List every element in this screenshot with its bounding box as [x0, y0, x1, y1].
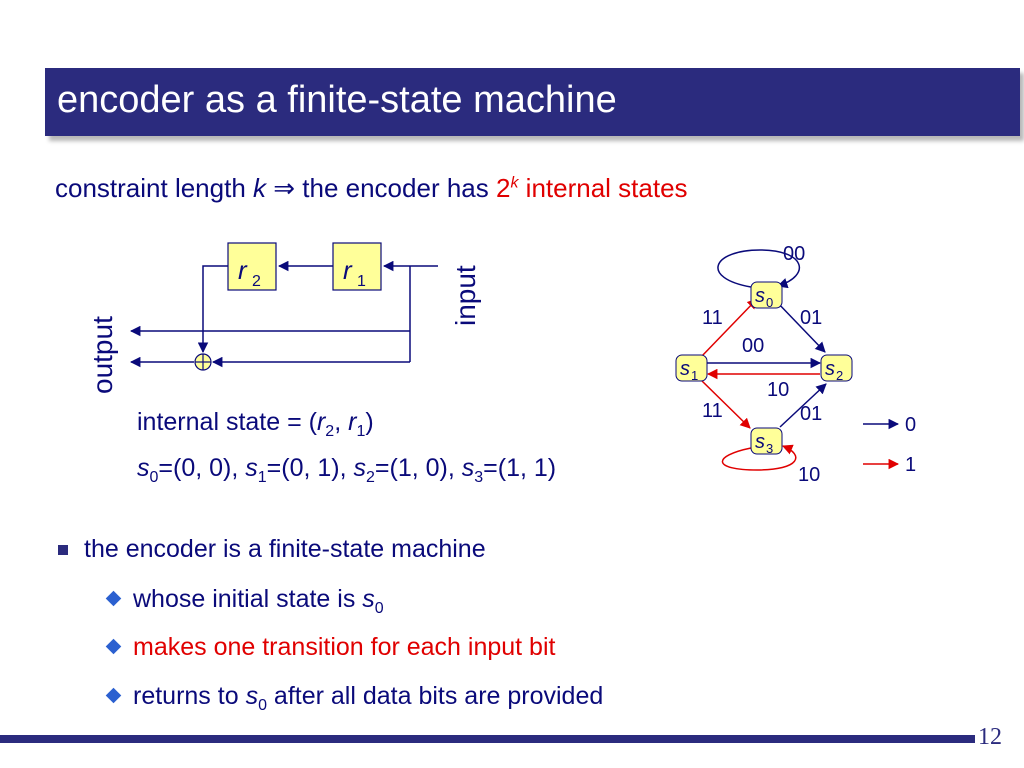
svg-text:1: 1 — [691, 368, 698, 383]
state-node-s3: s 3 — [750, 427, 783, 456]
r1-letter: r — [343, 255, 353, 285]
bullet-main: the encoder is a finite-state machine — [58, 535, 486, 564]
bullet-sub3: returns to s0 after all data bits are pr… — [105, 682, 603, 715]
state-node-s1: s 1 — [675, 354, 708, 383]
page-number: 12 — [978, 724, 1002, 750]
edge-s0-s2 — [774, 299, 826, 353]
register-r2 — [227, 242, 277, 291]
r2-sub: 2 — [252, 273, 261, 290]
edge-s0-loop — [717, 249, 800, 289]
implies-symbol: ⇒ — [273, 173, 296, 203]
state-diagram: s 0 s 1 s 2 s 3 00 11 01 00 10 11 01 10 — [675, 243, 916, 486]
svg-text:3: 3 — [766, 441, 773, 456]
r2-tap-wire — [197, 265, 228, 354]
state-node-s0: s 0 — [750, 281, 783, 310]
shift-register-circuit: r 2 r 1 input output — [87, 242, 481, 394]
edge-s3-loop — [721, 444, 797, 471]
subtitle-sup-k: k — [510, 174, 519, 192]
edge-s1-s0 — [700, 298, 758, 358]
subtitle-part2: the encoder has — [295, 173, 496, 203]
state-definition-line2: s0=(0, 0), s1=(0, 1), s2=(1, 0), s3=(1, … — [137, 454, 557, 486]
edge-s3-s2 — [779, 383, 827, 428]
label-s0-loop: 00 — [783, 243, 805, 265]
subtitle-two: 2 — [495, 173, 511, 203]
xor-gate-icon — [194, 353, 212, 371]
svg-text:0: 0 — [766, 295, 773, 310]
svg-text:s: s — [755, 285, 765, 307]
slide-title: encoder as a finite-state machine — [57, 79, 617, 121]
bullet-sub2: makes one transition for each input bit — [105, 633, 555, 662]
diamond-bullet-icon — [105, 590, 122, 607]
r1-sub: 1 — [357, 273, 366, 290]
title-bar: encoder as a finite-state machine — [45, 68, 1020, 136]
edge-s1-s3 — [701, 380, 751, 429]
legend-label-one: 1 — [905, 454, 916, 476]
state-node-s2: s 2 — [820, 354, 853, 383]
register-r1 — [332, 242, 382, 291]
legend-label-zero: 0 — [905, 414, 916, 436]
svg-text:s: s — [825, 358, 835, 380]
subtitle-part3: internal states — [518, 173, 688, 203]
diamond-bullet-icon — [105, 687, 122, 704]
square-bullet-icon — [58, 545, 68, 555]
r2-letter: r — [238, 255, 248, 285]
svg-text:s: s — [680, 358, 690, 380]
label-s0-s2: 01 — [800, 307, 822, 329]
subtitle-part1: constraint length — [55, 173, 254, 203]
svg-text:s: s — [755, 431, 765, 453]
label-s1-s3: 11 — [702, 400, 723, 422]
output-label: output — [87, 316, 118, 394]
label-s1-s0: 11 — [702, 307, 723, 329]
label-s3-s2: 01 — [800, 403, 822, 425]
state-definition-line1: internal state = (r2, r1) — [137, 408, 374, 440]
diamond-bullet-icon — [105, 638, 122, 655]
subtitle-k: k — [253, 173, 267, 203]
bullet-sub1: whose initial state is s0 — [105, 585, 384, 618]
label-s3-loop: 10 — [798, 464, 820, 486]
label-s2-s1: 10 — [767, 379, 789, 401]
legend: 0 1 — [863, 414, 916, 476]
state-definitions: internal state = (r2, r1) s0=(0, 0), s1=… — [137, 404, 556, 496]
input-label: input — [450, 265, 481, 326]
label-s1-s2: 00 — [742, 335, 764, 357]
svg-text:2: 2 — [836, 368, 843, 383]
footer-line — [0, 735, 975, 743]
subtitle: constraint length k ⇒ the encoder has 2k… — [55, 173, 688, 204]
